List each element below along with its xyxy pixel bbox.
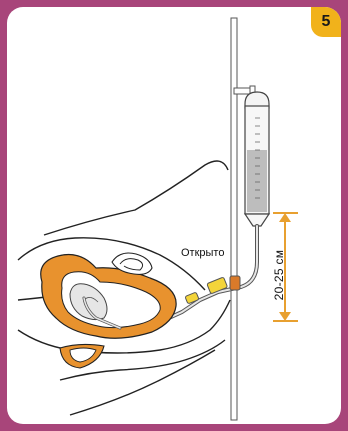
irrigation-diagram <box>7 7 341 424</box>
irrigation-container <box>245 92 269 226</box>
clamp-open-label: Открыто <box>181 247 224 259</box>
illustration-card: 5 Открыто 20-25 см <box>7 7 341 424</box>
step-number-badge: 5 <box>311 7 341 37</box>
iv-stand <box>231 18 237 420</box>
step-number: 5 <box>322 13 331 31</box>
height-range-label: 20-25 см <box>272 250 286 301</box>
